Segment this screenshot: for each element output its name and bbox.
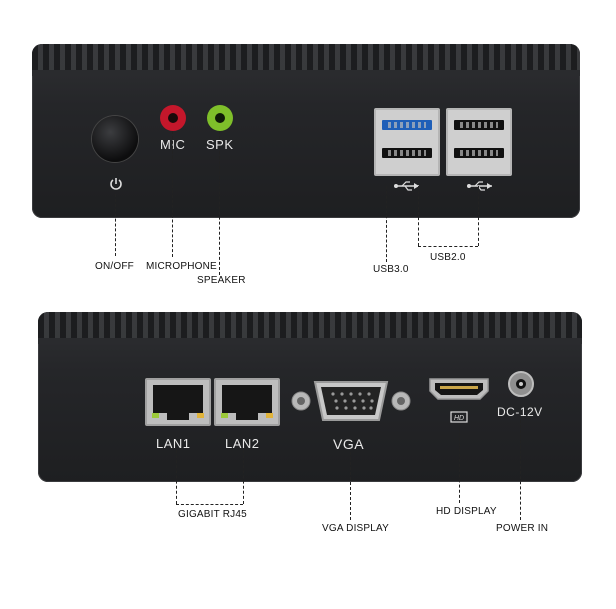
callout-line-vga xyxy=(350,452,351,520)
callout-speaker: SPEAKER xyxy=(197,275,246,286)
callout-line-lan2 xyxy=(243,450,244,504)
callout-hd-display: HD DISPLAY xyxy=(436,506,497,517)
callout-usb2: USB2.0 xyxy=(430,252,466,263)
rear-panel xyxy=(38,312,582,482)
dc-label: DC-12V xyxy=(497,405,543,419)
svg-text:HD: HD xyxy=(454,415,464,422)
speaker-jack[interactable] xyxy=(207,105,233,131)
vga-label: VGA xyxy=(333,436,365,452)
callout-microphone: MICROPHONE xyxy=(146,261,217,272)
lan2-port[interactable] xyxy=(214,378,280,426)
callout-vga-display: VGA DISPLAY xyxy=(322,523,390,534)
callout-line-mic xyxy=(172,131,173,257)
usb3-port-stack[interactable] xyxy=(374,108,440,176)
usb-icon xyxy=(394,181,419,191)
callout-usb3: USB3.0 xyxy=(373,264,409,275)
vga-port[interactable] xyxy=(289,376,413,426)
callout-line-power xyxy=(115,194,116,256)
usb-icon xyxy=(467,181,492,191)
callout-line-usb2-b xyxy=(478,186,479,246)
callout-line-spk xyxy=(219,131,220,275)
rear-heatsink-fins xyxy=(38,312,582,342)
callout-line-usb2-a xyxy=(418,186,419,246)
lan1-label: LAN1 xyxy=(156,436,191,451)
hdmi-port[interactable] xyxy=(428,377,490,401)
lan2-label: LAN2 xyxy=(225,436,260,451)
usb2-port-stack[interactable] xyxy=(446,108,512,176)
callout-line-usb2-h xyxy=(418,246,478,247)
power-icon xyxy=(110,178,122,190)
power-button[interactable] xyxy=(92,116,138,162)
callout-power: ON/OFF xyxy=(95,261,134,272)
mic-jack[interactable] xyxy=(160,105,186,131)
callout-line-hdmi xyxy=(459,428,460,503)
callout-line-lan-h xyxy=(176,504,243,505)
callout-power-in: POWER IN xyxy=(496,523,549,534)
front-heatsink-fins xyxy=(32,44,580,74)
callout-line-lan1 xyxy=(176,450,177,504)
dc-power-jack[interactable] xyxy=(508,371,534,397)
hdmi-icon: HD xyxy=(450,411,468,423)
callout-line-usb3 xyxy=(386,186,387,262)
callout-line-dc xyxy=(520,420,521,520)
lan1-port[interactable] xyxy=(145,378,211,426)
callout-gigabit: GIGABIT RJ45 xyxy=(178,509,247,520)
